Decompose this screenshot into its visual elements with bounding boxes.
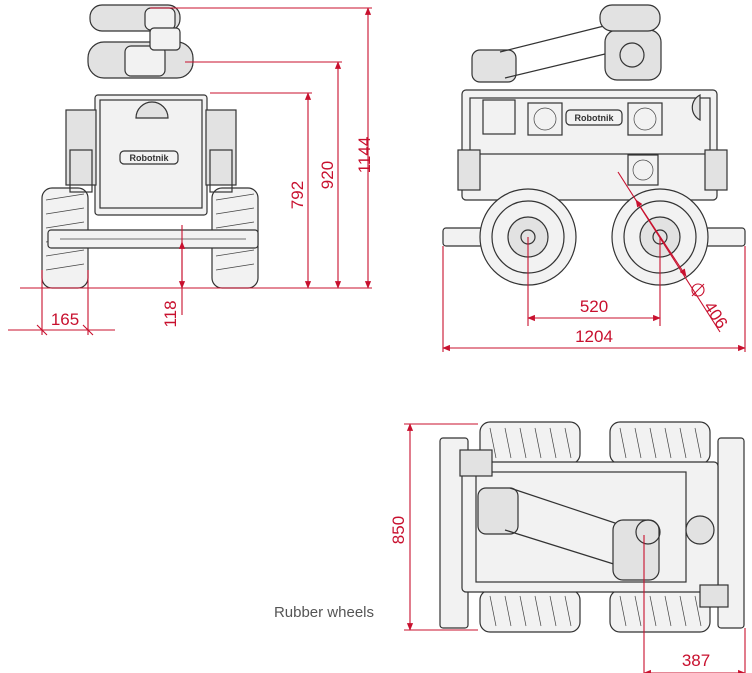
dim-wheel-diameter: 406 [700,298,731,332]
front-dimensions [8,7,372,336]
side-arm-base [471,49,517,83]
dim-height-arm-base: 920 [318,161,337,189]
top-view [439,421,745,633]
side-logo: Robotnik [575,113,615,123]
dim-height-body: 792 [288,181,307,209]
side-bumper-front [704,227,746,247]
dim-height-total: 1144 [355,137,374,174]
side-arm-joint [604,29,662,81]
dim-overall-width: 850 [389,516,408,544]
rubber-wheels-caption: Rubber wheels [274,604,374,621]
top-arm-base [477,487,519,535]
dim-wheelbase: 520 [580,297,608,316]
front-logo: Robotnik [130,153,170,163]
top-arm-joint [612,519,660,581]
dim-wheel-width: 165 [51,310,79,329]
side-dimensions [442,171,746,352]
dim-overall-length: 1204 [575,327,613,346]
side-chassis [461,89,718,201]
top-dimensions [404,423,746,673]
dim-ground-clearance: 118 [161,300,180,327]
front-view: Robotnik [41,4,259,289]
side-view: Robotnik [442,4,746,286]
dim-wheel-offset: 387 [682,651,710,670]
side-bumper-rear [442,227,484,247]
